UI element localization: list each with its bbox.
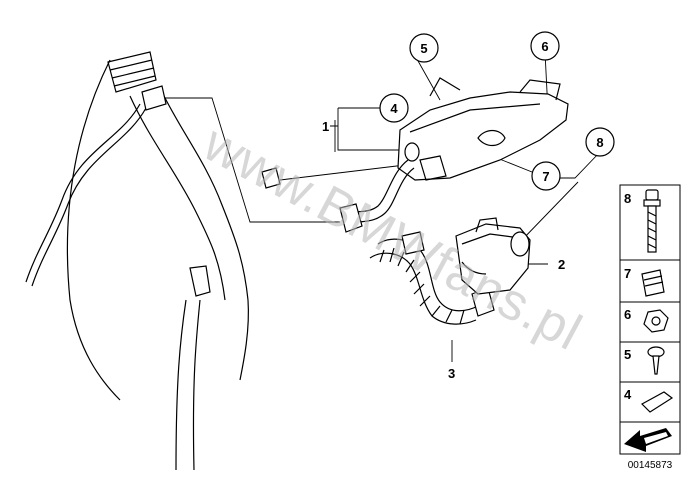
callout-1: 1 <box>322 119 329 134</box>
callout-6: 6 <box>530 31 560 61</box>
watermark: www.BMWfans.pl <box>193 114 591 362</box>
svg-text:8: 8 <box>596 135 603 150</box>
panel-label-8: 8 <box>624 191 631 206</box>
svg-text:4: 4 <box>390 101 398 116</box>
panel-label-4: 4 <box>624 387 632 402</box>
svg-text:7: 7 <box>542 169 549 184</box>
corrugated-hose <box>369 231 495 325</box>
panel-label-7: 7 <box>624 266 631 281</box>
svg-text:6: 6 <box>541 39 548 54</box>
bolt-icon <box>643 189 661 253</box>
nut-icon <box>643 309 669 333</box>
pad-icon <box>641 391 674 413</box>
parts-panel: 8 7 6 5 4 <box>619 184 681 471</box>
direction-arrow-icon <box>624 428 672 452</box>
document-id: 00145873 <box>628 460 673 471</box>
grommet-icon <box>641 269 665 297</box>
activated-charcoal-filter <box>397 77 569 181</box>
callout-2: 2 <box>558 257 565 272</box>
callout-5: 5 <box>409 33 439 63</box>
callout-3: 3 <box>448 366 455 381</box>
vent-hose <box>339 159 415 233</box>
callout-7: 7 <box>531 161 561 191</box>
filler-pipe-assembly <box>25 51 281 471</box>
screw-icon <box>647 346 665 375</box>
callout-4: 4 <box>379 93 409 123</box>
panel-label-6: 6 <box>624 307 631 322</box>
callout-8: 8 <box>585 127 615 157</box>
panel-label-5: 5 <box>624 347 631 362</box>
svg-text:5: 5 <box>420 41 427 56</box>
tank-vent-valve <box>455 217 531 295</box>
